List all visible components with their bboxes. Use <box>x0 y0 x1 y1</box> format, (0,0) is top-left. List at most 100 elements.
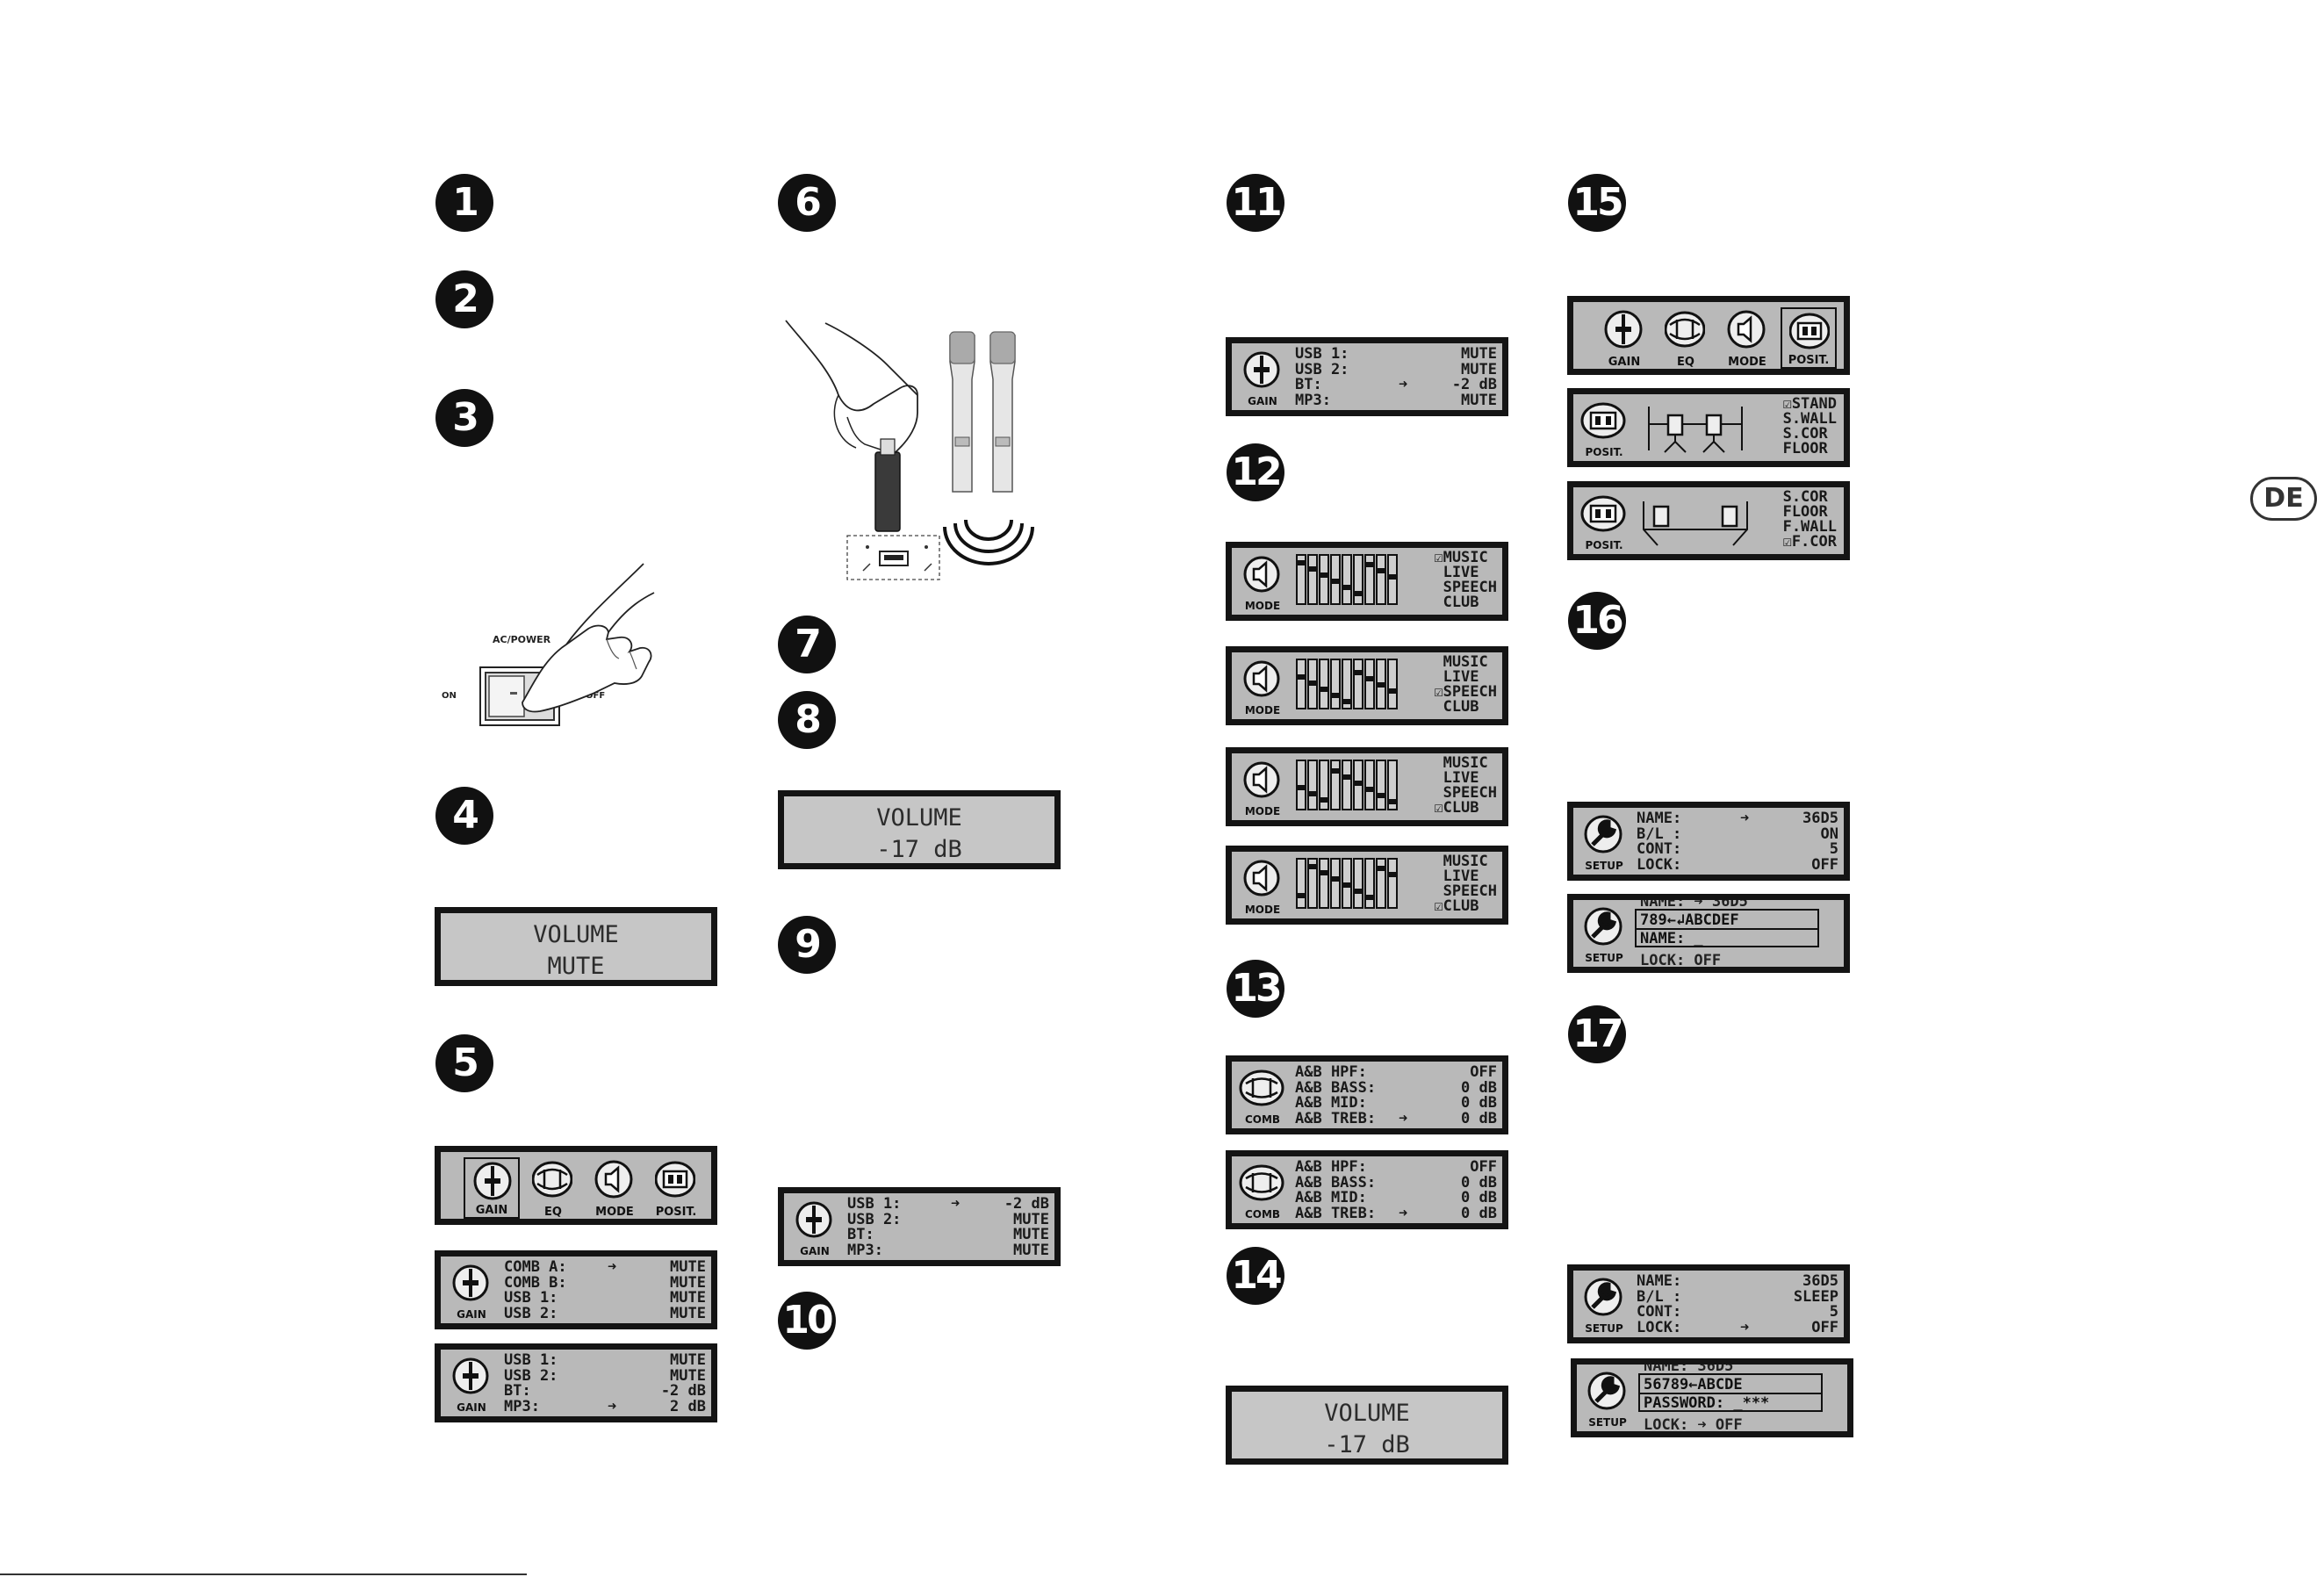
menu-mode[interactable]: MODE <box>586 1157 643 1219</box>
mode-option[interactable]: LIVE <box>1434 869 1497 884</box>
mode-option[interactable]: ☑SPEECH <box>1434 685 1497 700</box>
menu-eq[interactable]: EQ <box>1658 307 1714 369</box>
language-tab-de[interactable]: DE <box>2250 477 2317 521</box>
gain-label: GAIN <box>457 1308 486 1321</box>
mode-option[interactable]: MUSIC <box>1434 854 1497 869</box>
menu-gain[interactable]: GAIN <box>464 1157 520 1219</box>
lcd-row-value: MUTE <box>670 1304 706 1322</box>
gain-label: GAIN <box>457 1401 486 1414</box>
mode-option[interactable]: ☑CLUB <box>1434 899 1497 914</box>
eq-bar <box>1376 760 1386 810</box>
name-input-field[interactable]: NAME: _ <box>1637 928 1817 947</box>
mode-option[interactable]: CLUB <box>1434 700 1497 715</box>
eq-bar-marker <box>1331 693 1340 698</box>
mode-option[interactable]: SPEECH <box>1434 786 1497 801</box>
eq-bar <box>1353 554 1363 605</box>
mode-option[interactable]: SPEECH <box>1434 580 1497 595</box>
setup-behind-bottom: LOCK: ➜ OFF <box>1644 1416 1743 1431</box>
name-keyboard-popup[interactable]: 789←↲ABCDEF NAME: _ <box>1635 909 1819 947</box>
menu-gain[interactable]: GAIN <box>1596 307 1652 369</box>
mode-option[interactable]: LIVE <box>1434 771 1497 786</box>
volume-17-display: VOLUME -17 dB <box>778 790 1061 869</box>
posit-label: POSIT. <box>1585 446 1623 458</box>
speaker-icon <box>1243 556 1280 593</box>
checkbox-empty-icon <box>1434 698 1443 716</box>
menu-posit[interactable]: POSIT. <box>648 1157 704 1219</box>
eq-bar <box>1364 858 1375 909</box>
keyboard-chars[interactable]: 789←↲ABCDEF <box>1640 911 1739 929</box>
position-option[interactable]: S.WALL <box>1782 410 1837 428</box>
eq-bar-marker <box>1331 579 1340 584</box>
lcd-row: USB 1:MUTE <box>1295 346 1497 363</box>
mode-eq-bars <box>1296 760 1398 810</box>
power-switch-on-label: ON <box>442 691 457 701</box>
gain-fader-icon <box>452 1264 489 1301</box>
password-keyboard-popup[interactable]: 56789←ABCDE PASSWORD: _*** <box>1638 1373 1823 1412</box>
eq-bar <box>1387 760 1398 810</box>
wrench-icon <box>1584 815 1622 853</box>
setup-name-keyboard-display: SETUP NAME: ➜ 36D5 LOCK: OFF 789←↲ABCDEF… <box>1567 894 1850 973</box>
position-option[interactable]: S.COR <box>1782 488 1828 506</box>
mode-option-label: SPEECH <box>1443 882 1497 900</box>
mode-option[interactable]: LIVE <box>1434 565 1497 580</box>
position-option[interactable]: ☑STAND <box>1782 395 1837 413</box>
power-switch-title: AC/POWER <box>493 634 551 645</box>
eq-bar <box>1353 659 1363 709</box>
eq-bar <box>1387 659 1398 709</box>
mode-option-label: SPEECH <box>1443 683 1497 701</box>
lcd-row-value: SLEEP <box>1793 1287 1838 1306</box>
power-switch-icon[interactable] <box>435 553 698 742</box>
lcd-row-value: MUTE <box>1013 1241 1049 1259</box>
mode-option[interactable]: MUSIC <box>1434 655 1497 670</box>
mode-label: MODE <box>1244 704 1281 716</box>
keyboard-chars[interactable]: 56789←ABCDE <box>1644 1376 1743 1393</box>
lcd-row-key: NAME: <box>1637 810 1682 827</box>
lcd-row: COMB A:➜MUTE <box>504 1259 706 1276</box>
step-badge-5: 5 <box>435 1034 493 1092</box>
menu-posit[interactable]: POSIT. <box>1781 307 1837 369</box>
eq-icon <box>1239 1164 1284 1201</box>
mode-options: MUSIC LIVE SPEECH☑CLUB <box>1434 854 1497 914</box>
mode-display-club: MODE MUSIC LIVE SPEECH☑CLUB <box>1226 747 1508 826</box>
mode-option[interactable]: LIVE <box>1434 670 1497 685</box>
lcd-row: A&B HPF:OFF <box>1295 1159 1497 1176</box>
menu-mode[interactable]: MODE <box>1719 307 1775 369</box>
lcd-row-key: CONT: <box>1637 840 1682 858</box>
position-option[interactable]: FLOOR <box>1782 503 1828 521</box>
lcd-row: MP3:MUTE <box>847 1241 1049 1259</box>
mode-option[interactable]: ☑CLUB <box>1434 801 1497 816</box>
eq-bar-marker <box>1354 591 1363 596</box>
menu-eq[interactable]: EQ <box>525 1157 581 1219</box>
mode-option[interactable]: SPEECH <box>1434 884 1497 899</box>
position-option[interactable]: F.WALL <box>1782 518 1837 536</box>
position-option[interactable]: ☑F.COR <box>1782 533 1837 551</box>
eq-bar-marker <box>1320 572 1328 578</box>
mode-option-label: MUSIC <box>1443 754 1488 772</box>
lcd-row: A&B HPF:OFF <box>1295 1064 1497 1081</box>
eq-bar <box>1342 760 1352 810</box>
mode-option[interactable]: MUSIC <box>1434 756 1497 771</box>
eq-bar-marker <box>1320 797 1328 803</box>
eq-bar-marker <box>1354 889 1363 894</box>
setup-password-keyboard-display: SETUP NAME: 36D5 LOCK: ➜ OFF 56789←ABCDE… <box>1571 1358 1853 1437</box>
step-badge-15: 15 <box>1568 174 1626 232</box>
mode-option[interactable]: CLUB <box>1434 595 1497 610</box>
position-option[interactable]: FLOOR <box>1782 440 1828 457</box>
eq-bar-marker <box>1388 872 1397 877</box>
position-option[interactable]: S.COR <box>1782 425 1828 443</box>
lcd-row: USB 2:MUTE <box>847 1212 1049 1228</box>
lcd-row: A&B TREB:➜0 dB <box>1295 1206 1497 1222</box>
password-input-field[interactable]: PASSWORD: _*** <box>1640 1393 1821 1412</box>
mode-eq-bars <box>1296 554 1398 605</box>
lcd-row-value: MUTE <box>1013 1226 1049 1243</box>
lcd-row-value: 36D5 <box>1802 810 1838 827</box>
eq-bar-marker <box>1354 781 1363 786</box>
mode-option-label: CLUB <box>1443 897 1479 915</box>
speaker-icon <box>594 1160 633 1199</box>
lcd-row-key: A&B TREB: <box>1295 1204 1377 1222</box>
volume-value: -17 dB <box>876 836 962 863</box>
usb-wireless-mic-illustration <box>785 320 1034 580</box>
mode-option[interactable]: ☑MUSIC <box>1434 551 1497 565</box>
mode-option-label: CLUB <box>1443 594 1479 611</box>
